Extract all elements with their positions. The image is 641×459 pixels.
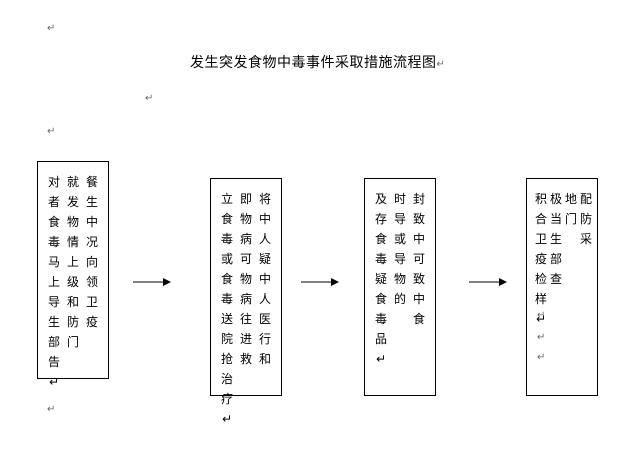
page-title: 发生突发食物中毒事件采取措施流程图↵	[190, 52, 445, 72]
flow-step-seal-food: 及存食毒疑食毒品↵ 时导或导物的 封致中可致中食	[364, 178, 436, 396]
step-2-column-2: 即物病可物病往进救	[239, 192, 252, 366]
paragraph-mark: ↵	[47, 23, 56, 34]
step-4-column-2: 地门	[564, 192, 577, 226]
flow-arrow-3	[469, 278, 507, 286]
paragraph-mark: ↵	[537, 332, 546, 343]
step-1-column-3: 对者食毒马上导生部告↵	[47, 175, 60, 389]
paragraph-mark: ↵	[145, 93, 154, 104]
step-2-column-3: 立食毒或食毒送院抢治疗↵	[220, 192, 233, 426]
step-4-column-1: 配防采	[579, 192, 592, 246]
step-4-column-3: 极当生部查	[549, 192, 562, 286]
flow-step-sampling: 积合卫疫检样↵ 极当生部查 地门 配防采 ↵ ↵ ↵	[526, 178, 598, 396]
step-3-column-3: 及存食毒疑食毒品↵	[374, 192, 387, 366]
paragraph-mark: ↵	[436, 59, 446, 70]
step-3-column-2: 时导或导物的	[393, 192, 406, 306]
paragraph-mark: ↵	[537, 310, 546, 321]
flow-arrow-1	[133, 278, 171, 286]
step-1-column-2: 就发物情上级和防门	[66, 175, 79, 349]
step-4-column-4: 积合卫疫检样↵	[534, 192, 547, 326]
step-3-column-1: 封致中可致中食	[412, 192, 425, 326]
flow-step-rescue: 立食毒或食毒送院抢治疗↵ 即物病可物病往进救 将中人疑中人医行和	[210, 178, 282, 426]
flow-step-report: 对者食毒马上导生部告↵ 就发物情上级和防门 餐生中况向领卫疫	[37, 161, 109, 389]
title-text: 发生突发食物中毒事件采取措施流程图	[190, 55, 437, 71]
paragraph-mark: ↵	[537, 352, 546, 363]
step-1-column-1: 餐生中况向领卫疫	[85, 175, 98, 329]
step-2-column-1: 将中人疑中人医行和	[258, 192, 271, 366]
paragraph-mark: ↵	[47, 404, 56, 415]
paragraph-mark: ↵	[47, 126, 56, 137]
flow-arrow-2	[301, 278, 339, 286]
